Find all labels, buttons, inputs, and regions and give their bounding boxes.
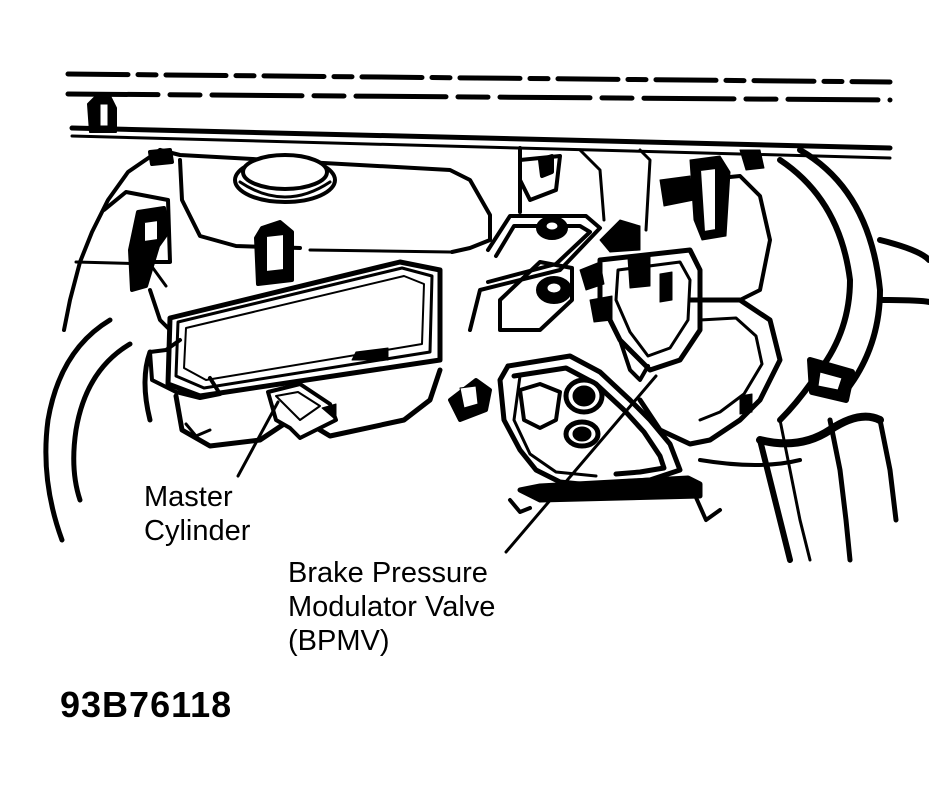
wiring-harness <box>698 147 929 563</box>
master-cylinder-leader-line <box>236 400 280 478</box>
master-cylinder-label-line-1: Master <box>144 481 233 513</box>
radiator-hose <box>43 317 153 543</box>
bpmv-label-line-1: Brake Pressure <box>288 557 488 589</box>
bpmv-label: Brake Pressure Modulator Valve (BPMV) <box>288 556 495 658</box>
fluid-reservoir <box>62 148 492 332</box>
master-cylinder-label: Master Cylinder <box>144 480 250 548</box>
bpmv-label-line-3: (BPMV) <box>288 625 390 657</box>
figure-id: 93B76118 <box>60 684 233 725</box>
cowl-panel <box>65 71 893 160</box>
master-cylinder <box>148 259 443 449</box>
bpmv-leader-line <box>504 374 658 554</box>
bpmv-label-line-2: Modulator Valve <box>288 591 496 623</box>
master-cylinder-label-line-2: Cylinder <box>144 515 251 547</box>
firewall <box>518 146 652 232</box>
brake-pressure-modulator-valve <box>579 149 783 447</box>
brake-lines <box>497 353 722 522</box>
center-bracket <box>448 154 602 422</box>
